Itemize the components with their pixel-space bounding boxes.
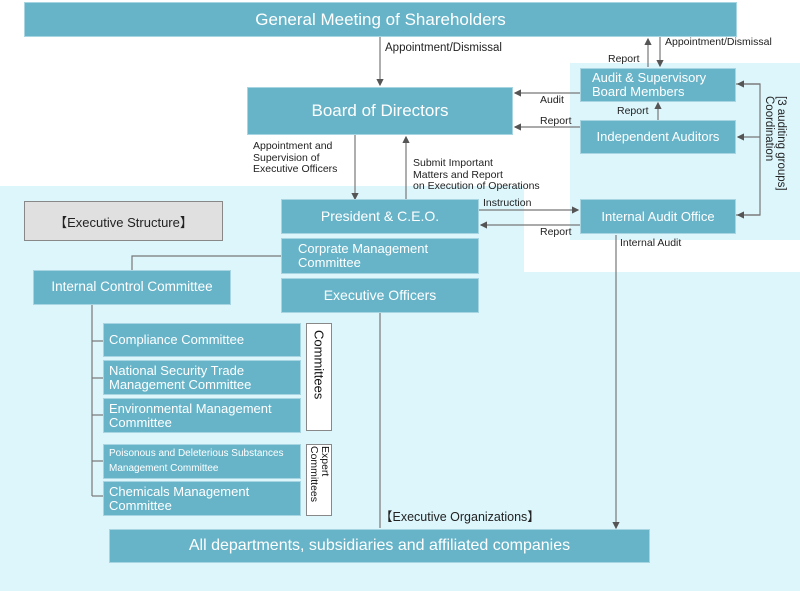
- label-instruction: Instruction: [483, 197, 532, 209]
- committees-label: Committees: [311, 330, 327, 400]
- label-report-to-shareholders: Report: [608, 53, 640, 65]
- label-report-to-audit-board: Report: [617, 105, 649, 117]
- expert-committees-label-box: Expert Committees: [306, 444, 332, 516]
- national-security-trade-committee: National Security Trade Management Commi…: [103, 360, 301, 395]
- label-internal-audit: Internal Audit: [620, 237, 682, 249]
- corporate-mgmt-label: Corprate Management Committee: [298, 241, 429, 270]
- poisonous-label: Poisonous and Deleterious Substances Man…: [109, 448, 284, 474]
- president-ceo: President & C.E.O.: [281, 199, 479, 234]
- label-report-to-president: Report: [540, 226, 572, 238]
- board-of-directors: Board of Directors: [247, 87, 513, 135]
- president-label: President & C.E.O.: [320, 208, 440, 225]
- environmental-management-committee: Environmental Management Committee: [103, 398, 301, 433]
- internal-control-label: Internal Control Committee: [51, 279, 213, 295]
- audit-board-label: Audit & Supervisory Board Members: [592, 70, 707, 99]
- committees-label-box: Committees: [306, 323, 332, 431]
- executive-officers: Executive Officers: [281, 278, 479, 313]
- internal-audit-office-label: Internal Audit Office: [601, 208, 715, 224]
- security-trade-label: National Security Trade Management Commi…: [109, 362, 252, 392]
- environmental-label: Environmental Management Committee: [109, 400, 272, 430]
- compliance-committee: Compliance Committee: [103, 323, 301, 357]
- executive-structure-label: 【Executive Structure】: [54, 214, 193, 230]
- label-submit-report: Submit Important Matters and Report on E…: [413, 157, 540, 193]
- label-appointment-supervision: Appointment and Supervision of Executive…: [253, 140, 338, 176]
- chemicals-label: Chemicals Management Committee: [109, 483, 250, 513]
- executive-organizations-label: 【Executive Organizations】: [380, 510, 540, 524]
- label-audit: Audit: [540, 94, 564, 106]
- label-report-to-board: Report: [540, 115, 572, 127]
- independent-auditors-label: Independent Auditors: [596, 129, 720, 145]
- auditing-groups-label: [3 auditing groups] Coordination: [763, 96, 788, 191]
- shareholders-label: General Meeting of Shareholders: [255, 9, 506, 29]
- line-coordination: [736, 83, 761, 216]
- internal-control-committee: Internal Control Committee: [33, 270, 231, 305]
- executive-officers-label: Executive Officers: [323, 287, 437, 304]
- board-label: Board of Directors: [311, 101, 449, 121]
- executive-structure-label-box: 【Executive Structure】: [24, 201, 223, 241]
- label-appointment-dismissal-audit: Appointment/Dismissal: [665, 36, 772, 48]
- label-appointment-dismissal-board: Appointment/Dismissal: [385, 42, 502, 54]
- all-departments-label: All departments, subsidiaries and affili…: [188, 536, 571, 554]
- general-meeting-of-shareholders: General Meeting of Shareholders: [24, 2, 737, 37]
- audit-supervisory-board-members: Audit & Supervisory Board Members: [580, 68, 736, 102]
- independent-auditors: Independent Auditors: [580, 120, 736, 154]
- poisonous-substances-committee: Poisonous and Deleterious Substances Man…: [103, 444, 301, 479]
- chemicals-management-committee: Chemicals Management Committee: [103, 481, 301, 516]
- line-corp-internal-control: [131, 255, 282, 272]
- corporate-management-committee: Corprate Management Committee: [281, 238, 479, 274]
- all-departments: All departments, subsidiaries and affili…: [109, 529, 650, 563]
- compliance-label: Compliance Committee: [109, 332, 245, 348]
- internal-audit-office: Internal Audit Office: [580, 199, 736, 234]
- expert-committees-label: Expert Committees: [307, 446, 331, 503]
